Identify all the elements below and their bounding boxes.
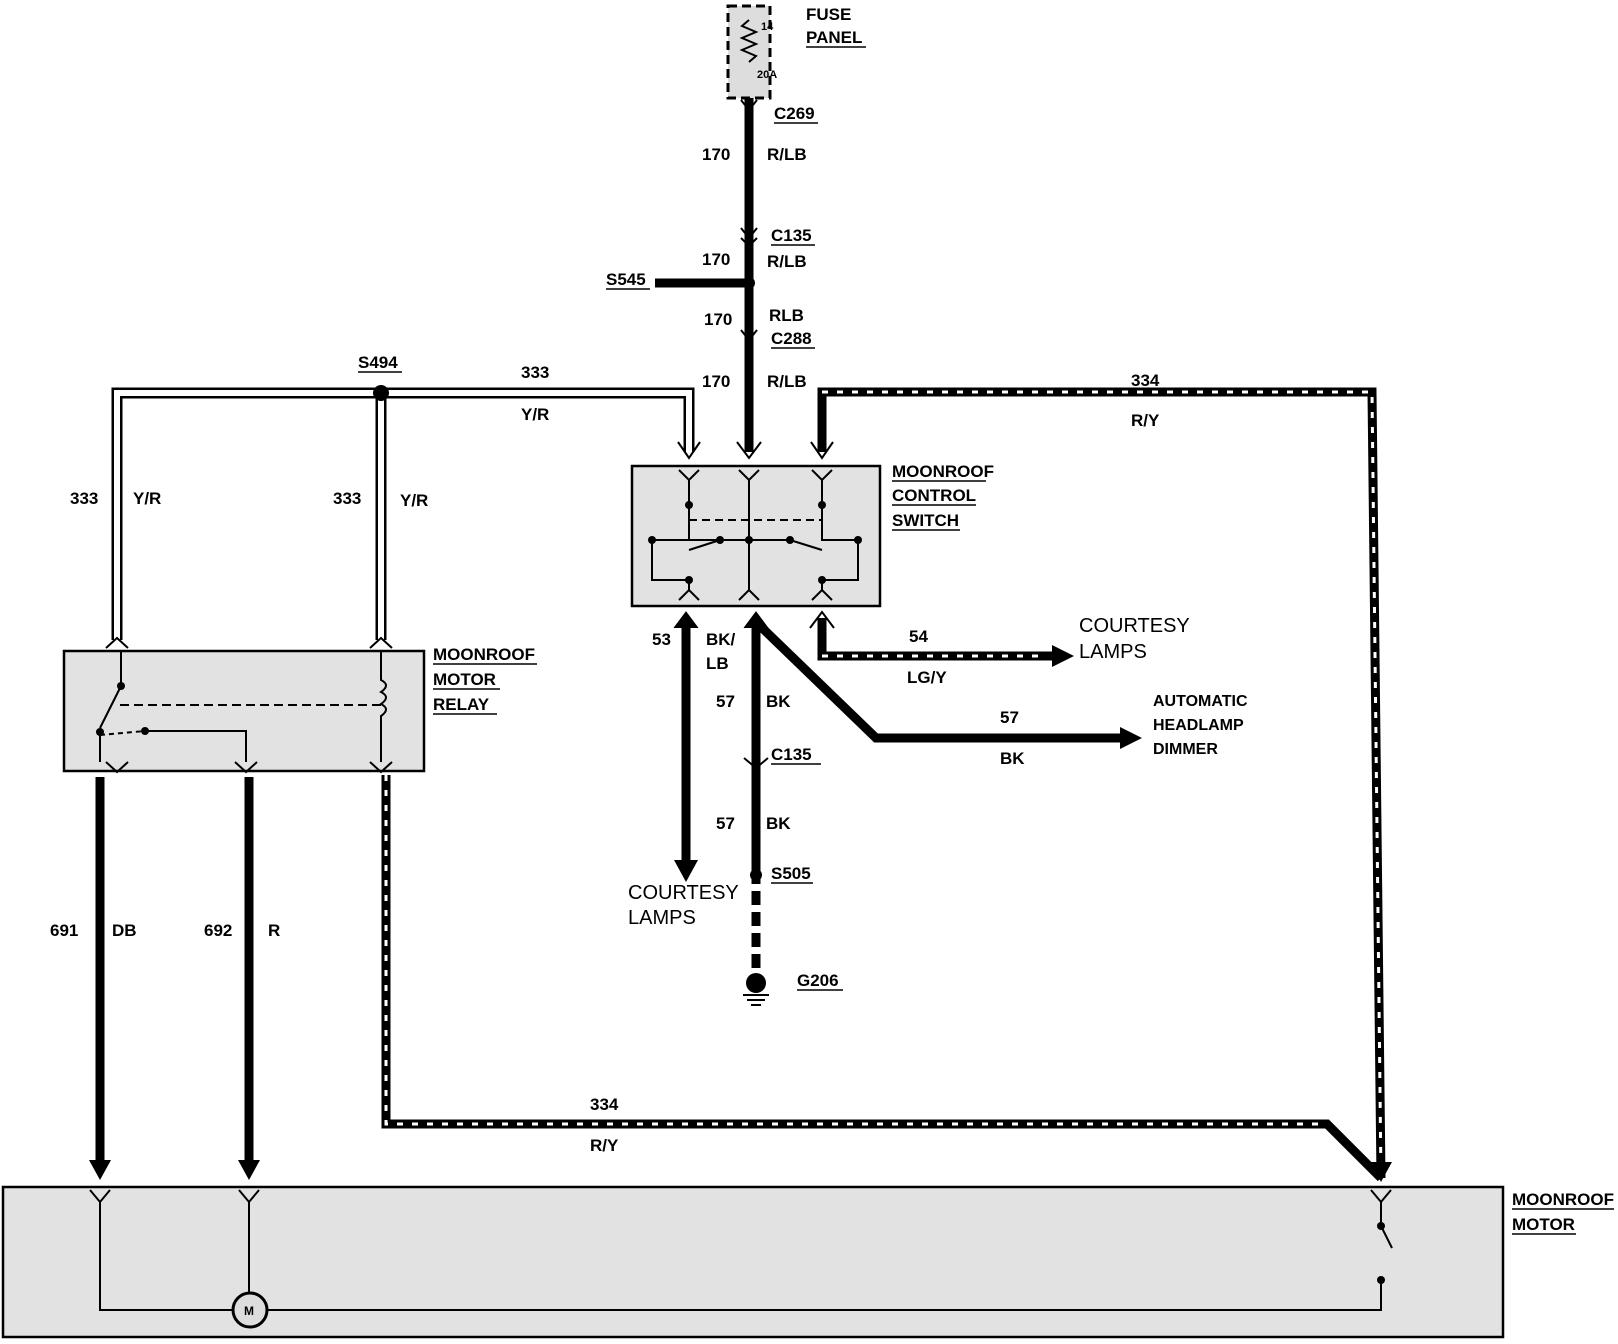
wire-170b-label: 170 — [702, 250, 730, 269]
switch-label-3: SWITCH — [892, 511, 959, 530]
motor-symbol — [231, 1291, 269, 1329]
circuit-334 — [381, 387, 1386, 1182]
wire-57a-color: BK — [766, 692, 791, 711]
splice-s545: S545 — [606, 270, 646, 289]
wire-170b-color: R/LB — [767, 252, 807, 271]
circuits-691-692 — [89, 777, 1392, 1182]
courtesy-lamps-bottom-2: LAMPS — [628, 907, 696, 929]
fuse-symbol — [739, 19, 759, 63]
wire-170c-label: 170 — [704, 310, 732, 329]
wire-334-top-color: R/Y — [1131, 411, 1160, 430]
wire-53-color-1: BK/ — [706, 630, 736, 649]
wire-57a-label: 57 — [716, 692, 735, 711]
wire-692-color: R — [268, 921, 280, 940]
splice-s505: S505 — [771, 864, 811, 883]
wire-170c-color: RLB — [769, 306, 804, 325]
circuit-170 — [655, 98, 762, 460]
fuse-rating: 20A — [757, 69, 777, 81]
wire-333-mid-color: Y/R — [400, 491, 428, 510]
relay-label-3: RELAY — [433, 695, 490, 714]
wire-691-label: 691 — [50, 921, 78, 940]
wire-170-label: 170 — [702, 145, 730, 164]
headlamp-dimmer-2: HEADLAMP — [1153, 717, 1244, 734]
headlamp-dimmer-3: DIMMER — [1153, 741, 1218, 758]
wire-57b-color: BK — [766, 814, 791, 833]
wire-334-bottom-label: 334 — [590, 1095, 619, 1114]
circuit-57 — [743, 611, 1142, 1006]
courtesy-lamps-bottom-1: COURTESY — [628, 882, 739, 904]
circuit-53 — [673, 611, 699, 882]
wire-54-label: 54 — [909, 627, 928, 646]
wire-333-top-color: Y/R — [521, 405, 549, 424]
connector-c288: C288 — [771, 329, 812, 348]
connector-c135-upper: C135 — [771, 226, 812, 245]
wire-57-dimmer-color: BK — [1000, 749, 1025, 768]
switch-label-2: CONTROL — [892, 486, 976, 505]
wire-170d-color: R/LB — [767, 372, 807, 391]
splice-s494: S494 — [358, 353, 398, 372]
relay-label-2: MOTOR — [433, 670, 496, 689]
wire-53-color-2: LB — [706, 654, 729, 673]
wire-333-left-label: 333 — [70, 489, 98, 508]
moonroof-motor-relay — [62, 636, 426, 774]
wire-334-top-label: 334 — [1131, 371, 1160, 390]
wire-333-top-label: 333 — [521, 363, 549, 382]
wire-54-color: LG/Y — [907, 668, 947, 687]
courtesy-lamps-right-1: COURTESY — [1079, 615, 1190, 637]
fuse-panel: 14 20A FUSE PANEL — [726, 4, 866, 100]
courtesy-lamps-right-2: LAMPS — [1079, 641, 1147, 663]
wire-691-color: DB — [112, 921, 137, 940]
circuit-54 — [809, 610, 1074, 667]
fuse-number: 14 — [761, 21, 774, 33]
headlamp-dimmer-1: AUTOMATIC — [1153, 693, 1248, 710]
moonroof-control-switch — [630, 464, 882, 608]
wire-692-label: 692 — [204, 921, 232, 940]
wire-170-color: R/LB — [767, 145, 807, 164]
wire-333-left-color: Y/R — [133, 489, 161, 508]
circuit-333 — [111, 385, 701, 640]
wire-57b-label: 57 — [716, 814, 735, 833]
connector-c269: C269 — [774, 104, 815, 123]
wire-57-dimmer-label: 57 — [1000, 708, 1019, 727]
wire-170d-label: 170 — [702, 372, 730, 391]
wire-333-mid-label: 333 — [333, 489, 361, 508]
connector-c135-lower: C135 — [771, 745, 812, 764]
relay-label-1: MOONROOF — [433, 645, 535, 664]
switch-label-1: MOONROOF — [892, 462, 994, 481]
fuse-panel-label-1: FUSE — [806, 5, 851, 24]
wire-334-bottom-color: R/Y — [590, 1136, 619, 1155]
motor-label-1: MOONROOF — [1512, 1190, 1614, 1209]
moonroof-motor: M — [1, 1185, 1505, 1339]
motor-symbol-letter: M — [244, 1304, 254, 1318]
motor-label-2: MOTOR — [1512, 1215, 1575, 1234]
ground-g206: G206 — [797, 971, 839, 990]
fuse-panel-label-2: PANEL — [806, 28, 862, 47]
wire-53-label: 53 — [652, 630, 671, 649]
